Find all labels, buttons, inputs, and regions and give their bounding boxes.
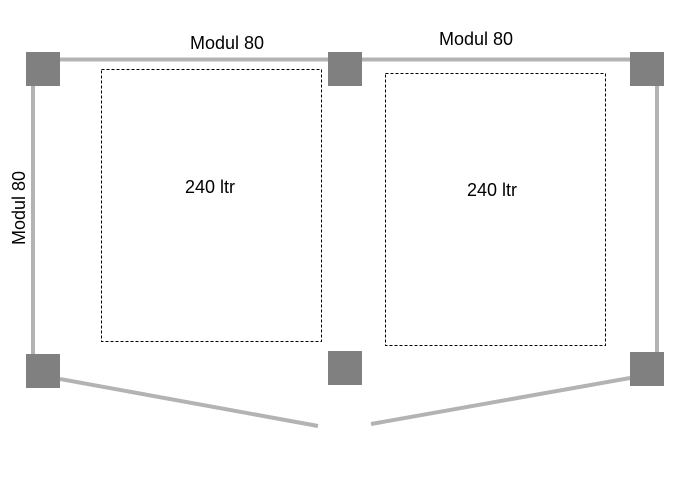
dimension-label-top-right: Modul 80 [439,29,513,49]
dimension-label-left: Modul 80 [9,171,29,245]
post-top-left [26,52,60,86]
bin-label-1: 240 ltr [185,177,235,197]
left-door [59,377,319,428]
post-bottom-middle [328,351,362,385]
bin-label-2: 240 ltr [467,180,517,200]
right-door [370,376,631,426]
bin-outline-2 [385,73,606,346]
post-top-right [630,52,664,86]
dimension-label-top-left: Modul 80 [190,33,264,53]
post-top-middle [328,52,362,86]
post-bottom-right [630,352,664,386]
post-bottom-left [26,354,60,388]
bin-outline-1 [101,69,322,342]
